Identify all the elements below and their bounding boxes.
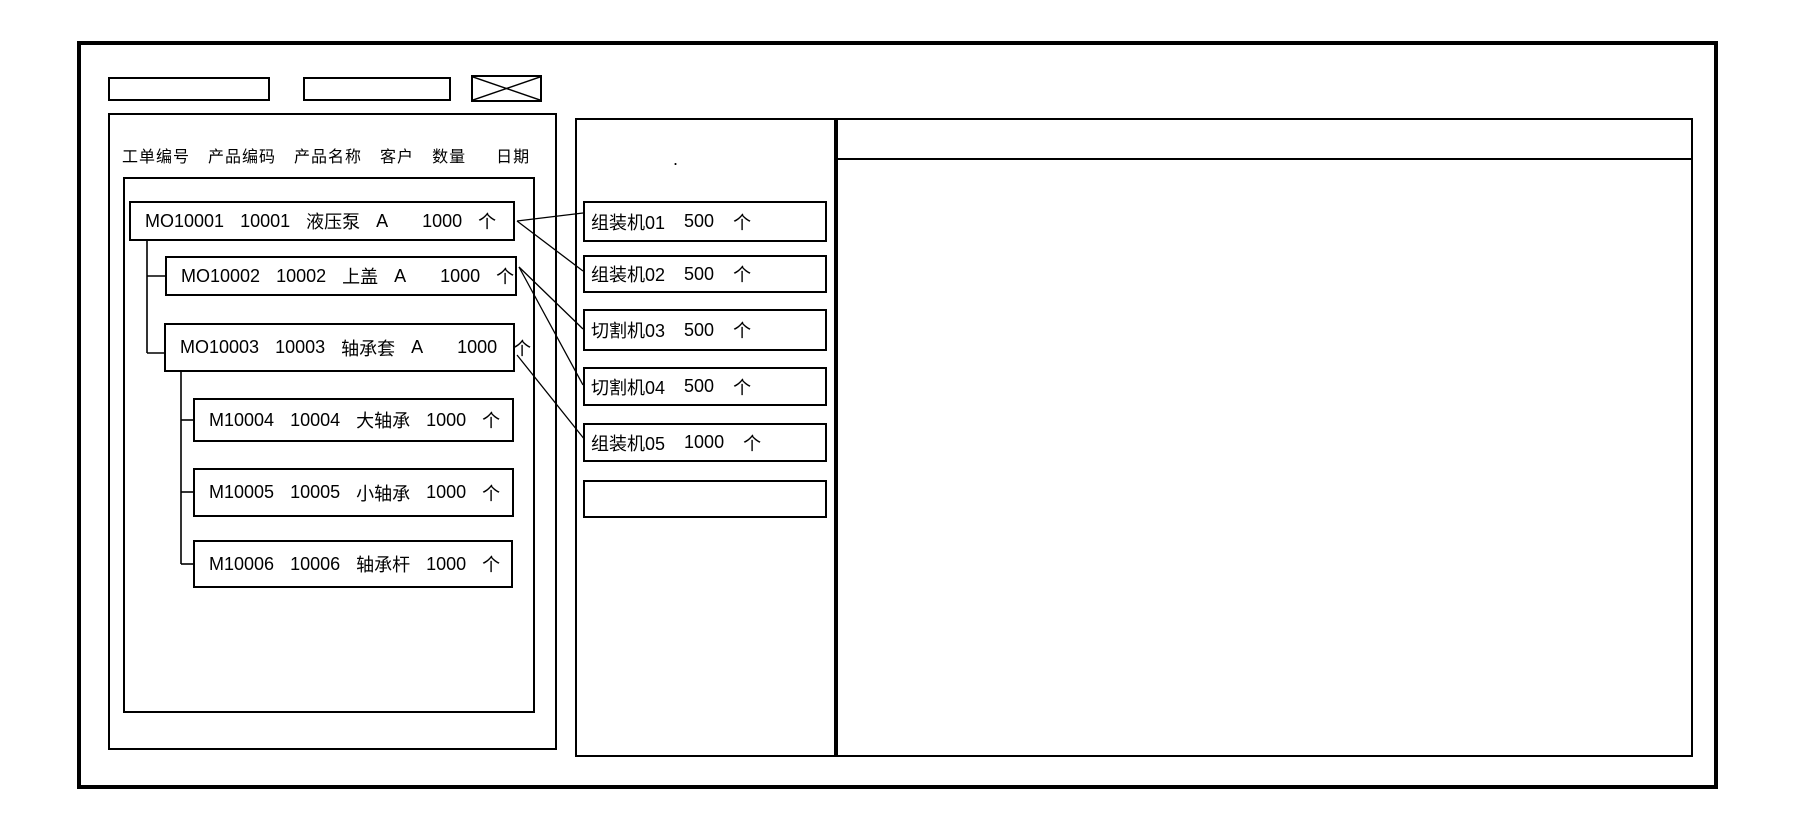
machine-qty: 500: [684, 376, 715, 396]
order-no: M10006: [209, 553, 275, 574]
product-name: 小轴承: [356, 483, 411, 504]
order-node-m10006[interactable]: M10006 10006 轴承杆 1000 个: [193, 540, 513, 588]
column-header-product-name: 产品名称: [294, 149, 363, 166]
qty: 1000: [457, 337, 498, 357]
unit: 个: [482, 411, 501, 431]
unit: 个: [513, 338, 532, 359]
machine-box-04[interactable]: 切割机04 500 个: [583, 367, 827, 406]
order-no: M10004: [209, 409, 275, 430]
machine-box-01[interactable]: 组装机01 500 个: [583, 201, 827, 242]
qty: 1000: [426, 482, 467, 502]
product-code: 10003: [275, 337, 326, 357]
column-header-date: 日期: [496, 149, 531, 166]
unit: 个: [496, 267, 515, 287]
product-name: 上盖: [342, 267, 379, 287]
product-code: 10005: [290, 482, 341, 502]
detail-panel-divider: [838, 158, 1691, 160]
product-code: 10004: [290, 409, 341, 430]
machine-name: 切割机03: [591, 321, 666, 341]
machine-name: 切割机04: [591, 377, 666, 398]
product-name: 轴承套: [341, 338, 396, 359]
machine-unit: 个: [733, 212, 752, 233]
machine-unit: 个: [733, 321, 752, 341]
product-name: 大轴承: [356, 411, 411, 431]
toolbar-field-2[interactable]: [303, 77, 451, 101]
column-header-qty: 数量: [432, 149, 467, 166]
qty: 1000: [426, 409, 467, 430]
order-node-m10004[interactable]: M10004 10004 大轴承 1000 个: [193, 398, 514, 442]
qty: 1000: [422, 210, 463, 231]
machine-qty: 500: [684, 319, 715, 340]
close-x-placeholder[interactable]: [471, 75, 542, 102]
column-header-customer: 客户: [380, 149, 415, 166]
machine-qty: 500: [684, 263, 715, 284]
x-icon: [473, 77, 540, 100]
detail-panel: [836, 118, 1693, 757]
product-name: 液压泵: [306, 212, 361, 232]
customer: A: [411, 337, 424, 357]
machine-qty: 500: [684, 211, 715, 231]
unit: 个: [482, 555, 501, 575]
customer: A: [376, 210, 389, 231]
window-frame: [77, 41, 1718, 789]
order-no: MO10003: [180, 337, 260, 357]
machine-box-empty[interactable]: [583, 480, 827, 518]
order-no: M10005: [209, 482, 275, 502]
machine-unit: 个: [743, 433, 762, 454]
product-code: 10002: [276, 265, 327, 286]
column-header-order-no: 工单编号: [122, 149, 191, 166]
column-header-row: 工单编号 产品编码 产品名称 客户 数量 日期: [122, 143, 530, 167]
order-node-m10005[interactable]: M10005 10005 小轴承 1000 个: [193, 468, 514, 517]
product-code: 10001: [240, 210, 291, 231]
order-node-mo10002[interactable]: MO10002 10002 上盖 A 1000 个: [165, 256, 517, 296]
order-node-mo10001[interactable]: MO10001 10001 液压泵 A 1000 个: [129, 201, 515, 241]
qty: 1000: [426, 553, 467, 574]
product-code: 10006: [290, 553, 341, 574]
machine-unit: 个: [733, 265, 752, 285]
order-node-mo10003[interactable]: MO10003 10003 轴承套 A 1000 个: [164, 323, 531, 372]
machine-qty: 1000: [684, 432, 725, 452]
machine-box-02[interactable]: 组装机02 500 个: [583, 255, 827, 293]
unit: 个: [478, 212, 497, 232]
customer: A: [394, 265, 407, 286]
order-no: MO10002: [181, 265, 261, 286]
qty: 1000: [440, 265, 481, 286]
order-no: MO10001: [145, 210, 225, 231]
machine-name: 组装机05: [591, 433, 666, 454]
stray-dot: .: [673, 149, 679, 169]
machine-box-03[interactable]: 切割机03 500 个: [583, 309, 827, 351]
product-name: 轴承杆: [356, 555, 411, 575]
machine-name: 组装机01: [591, 212, 666, 233]
machine-unit: 个: [733, 377, 752, 398]
toolbar-field-1[interactable]: [108, 77, 270, 101]
unit: 个: [482, 483, 501, 504]
machine-name: 组装机02: [591, 265, 666, 285]
machine-box-05[interactable]: 组装机05 1000 个: [583, 423, 827, 462]
column-header-product-code: 产品编码: [208, 149, 277, 166]
